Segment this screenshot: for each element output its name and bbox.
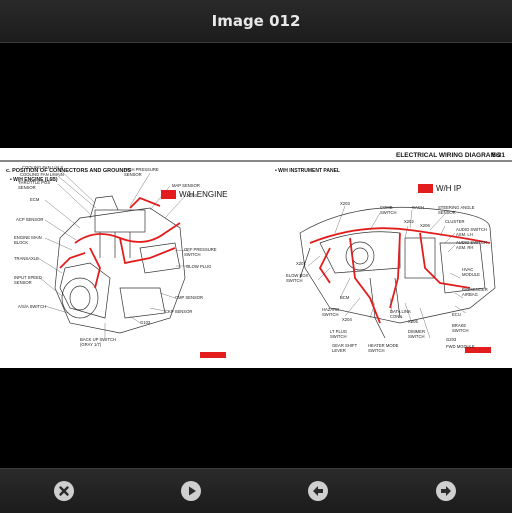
callout-label: HVAC MODULE <box>462 267 480 277</box>
callout-label: ECU <box>452 312 461 317</box>
callout-label: AUDIO SWITCH ASM. LH <box>456 227 487 237</box>
ip-legend-swatch <box>418 184 433 193</box>
image-viewer[interactable]: ELECTRICAL WIRING DIAGRAMS 5-31 c. POSIT… <box>0 148 512 368</box>
image-title: Image 012 <box>211 12 301 30</box>
left-subheading: • W/H ENGINE (L6B) <box>10 177 58 183</box>
left-heading: c. POSITION OF CONNECTORS AND GROUNDS <box>6 168 131 174</box>
arrow-right-icon <box>441 486 451 496</box>
callout-label: COMB SWITCH <box>380 205 397 215</box>
callout-label: COOLING FAN L/ALS <box>22 165 64 170</box>
callout-label: OFF PRESSURE SWITCH <box>184 247 217 257</box>
play-button[interactable] <box>181 481 201 501</box>
engine-legend-swatch <box>161 190 176 199</box>
close-icon <box>59 486 69 496</box>
callout-label: X206 <box>420 223 430 228</box>
next-button[interactable] <box>436 481 456 501</box>
section-header: ELECTRICAL WIRING DIAGRAMS <box>396 152 501 159</box>
callout-label: LT PLUG SWITCH <box>330 329 348 339</box>
engine-legend-label: W/H ENGINE <box>179 190 228 199</box>
callout-label: HIGH PRESSURE SENSOR <box>124 167 159 177</box>
callout-label: AUDIO SWITCH ASM. RH <box>456 240 487 250</box>
callout-label: G103 <box>140 320 151 325</box>
close-button[interactable] <box>54 481 74 501</box>
play-icon <box>189 486 196 496</box>
callout-label: ENGINE MAIN BLOCK <box>14 235 42 245</box>
callout-label: CLUSTER <box>445 219 465 224</box>
callout-label: BACK UP SWITCH (GRAY 1/7) <box>80 337 116 347</box>
callout-label: GEAR SHIFT LEVER <box>332 343 358 353</box>
callout-label: X201 <box>296 261 306 266</box>
callout-label: G203 <box>446 337 457 342</box>
callout-label: STEERING ANGLE SENSOR <box>438 205 475 215</box>
arrow-left-icon <box>313 486 323 496</box>
callout-label: X205 <box>408 319 418 324</box>
callout-label: CKP SENSOR <box>165 309 193 314</box>
callout-label: HAZARD SWITCH <box>322 307 340 317</box>
callout-label: BRAKE SWITCH <box>452 323 469 333</box>
callout-label: HEATER MODE SWITCH <box>368 343 399 353</box>
right-subheading: • W/H INSTRUMENT PANEL <box>275 168 340 174</box>
callout-label: ACP SENSOR <box>16 217 44 222</box>
callout-label: MAP SENSOR <box>172 183 200 188</box>
callout-label: ECM <box>30 197 40 202</box>
ip-legend-label: W/H IP <box>436 184 462 193</box>
callout-label: CACH <box>412 205 424 210</box>
callout-label: INPUT SPEED SENSOR <box>14 275 42 285</box>
callout-label: X103 <box>187 193 197 198</box>
callout-label: CMP SENSOR <box>175 295 204 300</box>
callout-label: X202 <box>404 219 414 224</box>
callout-label: GLOW PLUG <box>186 264 212 269</box>
callout-label: BCM <box>340 295 350 300</box>
callout-label: PASSENGER AIRBAG <box>462 287 488 297</box>
page-number: 5-31 <box>492 152 506 159</box>
callout-label: X203 <box>340 201 350 206</box>
engine-page-marker <box>200 352 226 358</box>
wiring-diagram-drawing <box>0 160 512 339</box>
callout-label: DIMMER SWITCH <box>408 329 425 339</box>
title-bar: Image 012 <box>0 0 512 43</box>
control-bar <box>0 468 512 513</box>
callout-label: THROTTLE POS SENSOR <box>18 180 51 190</box>
callout-label: X204 <box>342 317 352 322</box>
callout-label: A/S/A SWITCH <box>18 304 47 309</box>
previous-button[interactable] <box>308 481 328 501</box>
callout-label: ELOW BOX SWITCH <box>286 273 309 283</box>
callout-label: FWD MODULE <box>446 344 475 349</box>
ip-page-marker <box>465 347 491 353</box>
callout-label: TRANSAXLE <box>14 256 39 261</box>
callout-label: COOLING FAN L/MAIN <box>20 172 64 177</box>
callout-label: DATA LINK CONN. <box>390 309 411 319</box>
